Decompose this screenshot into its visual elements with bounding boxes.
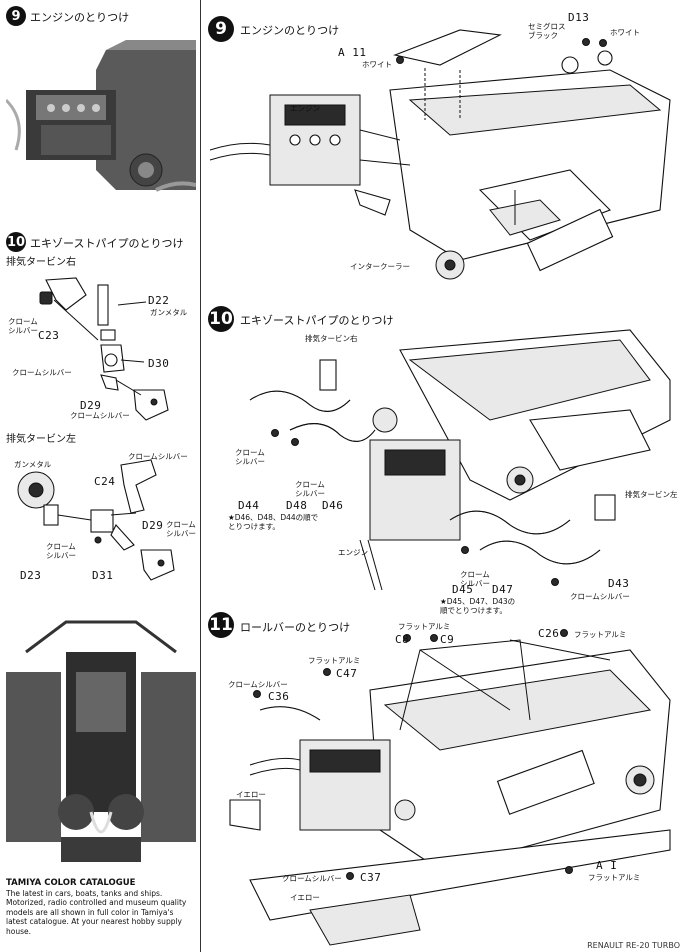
label-d48: D48 [286, 499, 308, 512]
label-c23-color: クローム シルバー [8, 317, 38, 335]
label-d29: D29 [80, 399, 102, 412]
step-9-badge-left: 9 [6, 6, 26, 26]
label-turbo-right: 排気タービン右 [305, 334, 358, 343]
label-chrome-c: クローム シルバー [460, 570, 490, 588]
label-a1-color: フラットアルミ [588, 873, 641, 882]
step-9-diagram [209, 29, 671, 280]
page-divider [200, 0, 201, 952]
label-d30-color: クロームシルバー [12, 368, 72, 377]
label-d13-white: ホワイト [610, 28, 640, 37]
step-11-title: ロールバーのとりつけ [240, 621, 351, 634]
label-c26-color: フラットアルミ [574, 630, 627, 639]
step-9-badge: 9 [208, 16, 234, 42]
label-d29-left: D29 [142, 519, 164, 532]
label-c47: C47 [336, 667, 358, 680]
label-c8: C8 [395, 633, 410, 646]
label-d23: D23 [20, 569, 42, 582]
label-d22: D22 [148, 294, 170, 307]
label-yellow-1: イエロー [236, 790, 266, 799]
label-yellow-2: イエロー [290, 893, 320, 902]
label-d46: D46 [322, 499, 344, 512]
step-11-badge: 11 [208, 612, 234, 638]
step-9-title-left: エンジンのとりつけ [30, 11, 130, 24]
label-c47-color: フラットアルミ [308, 656, 361, 665]
step-10-diagram [249, 329, 671, 591]
catalogue-body: The latest in cars, boats, tanks and shi… [6, 888, 187, 936]
note-order-1: ★D46、D48、D44の順で とりつけます。 [228, 513, 319, 531]
label-c37: C37 [360, 871, 382, 884]
label-chrome-b: クローム シルバー [295, 480, 325, 498]
label-d43: D43 [608, 577, 630, 590]
right-turbo-heading: 排気タービン右 [6, 257, 76, 268]
label-a11-color: ホワイト [362, 60, 392, 69]
step-10-title-left: エキゾーストパイプのとりつけ [30, 237, 184, 250]
label-c23: C23 [38, 329, 60, 342]
label-a11: A 11 [338, 46, 367, 59]
label-c8-color: フラットアルミ [398, 622, 451, 631]
label-d45: D45 [452, 583, 474, 596]
label-d44: D44 [238, 499, 260, 512]
step-10-badge-left: 10 [6, 232, 26, 252]
label-turbo-left: 排気タービン左 [625, 490, 678, 499]
label-d29-color: クロームシルバー [70, 411, 130, 420]
label-c24: C24 [94, 475, 116, 488]
engine-photo [6, 40, 196, 200]
label-c9: C9 [440, 633, 455, 646]
label-d13: D13 [568, 11, 590, 24]
label-d43-color: クロームシルバー [570, 592, 630, 601]
label-engine-10: エンジン [338, 548, 368, 557]
label-chrome-a: クローム シルバー [235, 448, 265, 466]
step-9-title: エンジンのとりつけ [240, 24, 340, 37]
label-intercooler: インタークーラー [350, 262, 410, 271]
catalogue-note: TAMIYA COLOR CATALOGUE The latest in car… [6, 878, 196, 936]
label-c26: C26 [538, 627, 560, 640]
catalogue-title: TAMIYA COLOR CATALOGUE [6, 878, 136, 888]
label-c36: C36 [268, 690, 290, 703]
label-engine-9: エンジン [290, 104, 320, 113]
label-c36-color: クロームシルバー [228, 680, 288, 689]
note-order-2: ★D45、D47、D43の 順でとりつけます。 [440, 597, 516, 615]
step-10-badge: 10 [208, 306, 234, 332]
label-gunmetal: ガンメタル [14, 460, 52, 469]
label-d47: D47 [492, 583, 514, 596]
page-footer: RENAULT RE-20 TURBO [587, 941, 680, 950]
right-turbo-diagram [39, 277, 169, 421]
label-c24-color: クロームシルバー [128, 452, 188, 461]
step-11-diagram [229, 629, 671, 946]
label-d31: D31 [92, 569, 114, 582]
label-d30: D30 [148, 357, 170, 370]
label-d29-left-color: クローム シルバー [166, 520, 196, 538]
label-a1: A I [596, 859, 618, 872]
label-d31-color: クローム シルバー [46, 542, 76, 560]
rear-view-photo [6, 612, 196, 874]
step-10-title: エキゾーストパイプのとりつけ [240, 314, 394, 327]
left-turbo-diagram [17, 459, 175, 581]
label-d22-color: ガンメタル [150, 308, 188, 317]
label-c37-color: クロームシルバー [282, 874, 342, 883]
label-d13-color: セミグロス ブラック [528, 22, 566, 40]
left-turbo-heading: 排気タービン左 [6, 434, 76, 445]
